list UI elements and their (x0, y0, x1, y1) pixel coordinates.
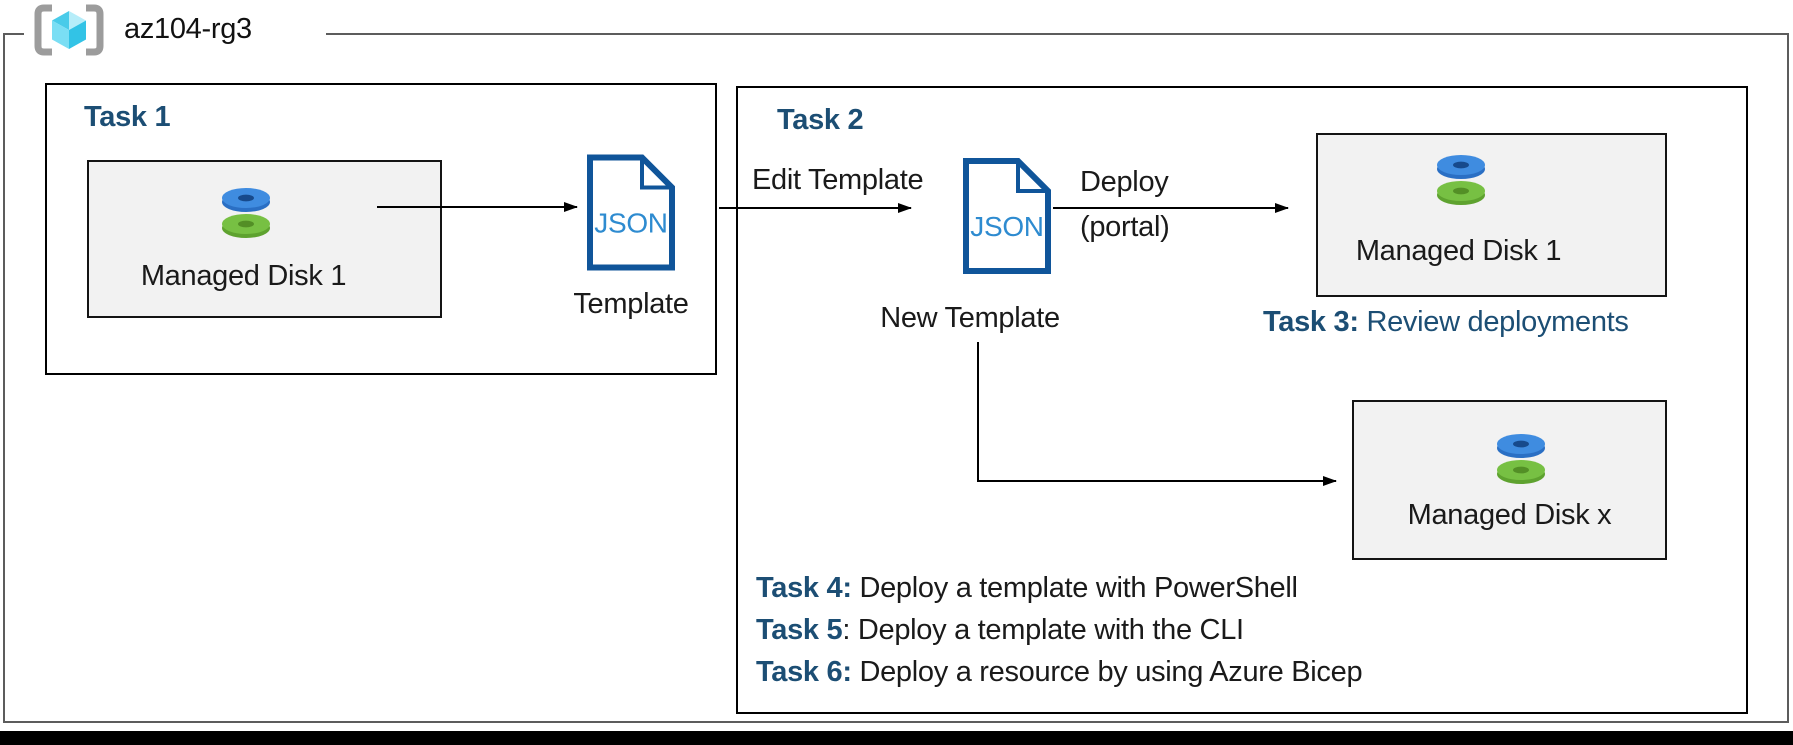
resource-group-icon (34, 4, 104, 56)
managed-disk-label: Managed Disk 1 (1355, 235, 1562, 267)
json-icon-label: JSON (970, 211, 1043, 242)
task1-title: Task 1 (84, 101, 171, 133)
resource-group-label: az104-rg3 (124, 13, 252, 45)
task2-box (736, 86, 1748, 714)
deploy-label: Deploy (1080, 166, 1169, 198)
task2-title: Task 2 (777, 104, 864, 136)
task5-line: Task 5: Deploy a template with the CLI (756, 614, 1244, 646)
resource-group-border-gap (24, 29, 326, 39)
new-template-caption: New Template (880, 302, 1060, 334)
task3-text: Task 3: Review deployments (1263, 306, 1629, 339)
json-document-icon-new-template: JSON (963, 158, 1051, 274)
bottom-black-bar (0, 731, 1793, 745)
managed-disk-label: Managed Disk 1 (140, 260, 347, 292)
disk-icon (222, 188, 270, 238)
task1-box (45, 83, 717, 375)
managed-disk-label: Managed Disk x (1407, 499, 1612, 531)
template-caption: Template (573, 288, 689, 320)
task4-line: Task 4: Deploy a template with PowerShel… (756, 572, 1298, 604)
deploy-portal-label: (portal) (1080, 211, 1170, 243)
disk-icon (1497, 434, 1545, 484)
json-document-icon-template: JSON (587, 154, 675, 271)
managed-disk-1-box-task2: Managed Disk 1 (1316, 133, 1667, 297)
task3-prefix: Task 3: (1263, 306, 1359, 338)
managed-disk-1-box-task1: Managed Disk 1 (87, 160, 442, 318)
disk-icon (1437, 155, 1485, 205)
task6-line: Task 6: Deploy a resource by using Azure… (756, 656, 1363, 688)
resource-group-box (3, 33, 1789, 723)
task-list: Task 4: Deploy a template with PowerShel… (756, 567, 1363, 693)
edit-template-label: Edit Template (752, 164, 924, 196)
json-icon-label: JSON (594, 208, 667, 239)
managed-disk-x-box: Managed Disk x (1352, 400, 1667, 560)
task3-body: Review deployments (1358, 306, 1629, 338)
